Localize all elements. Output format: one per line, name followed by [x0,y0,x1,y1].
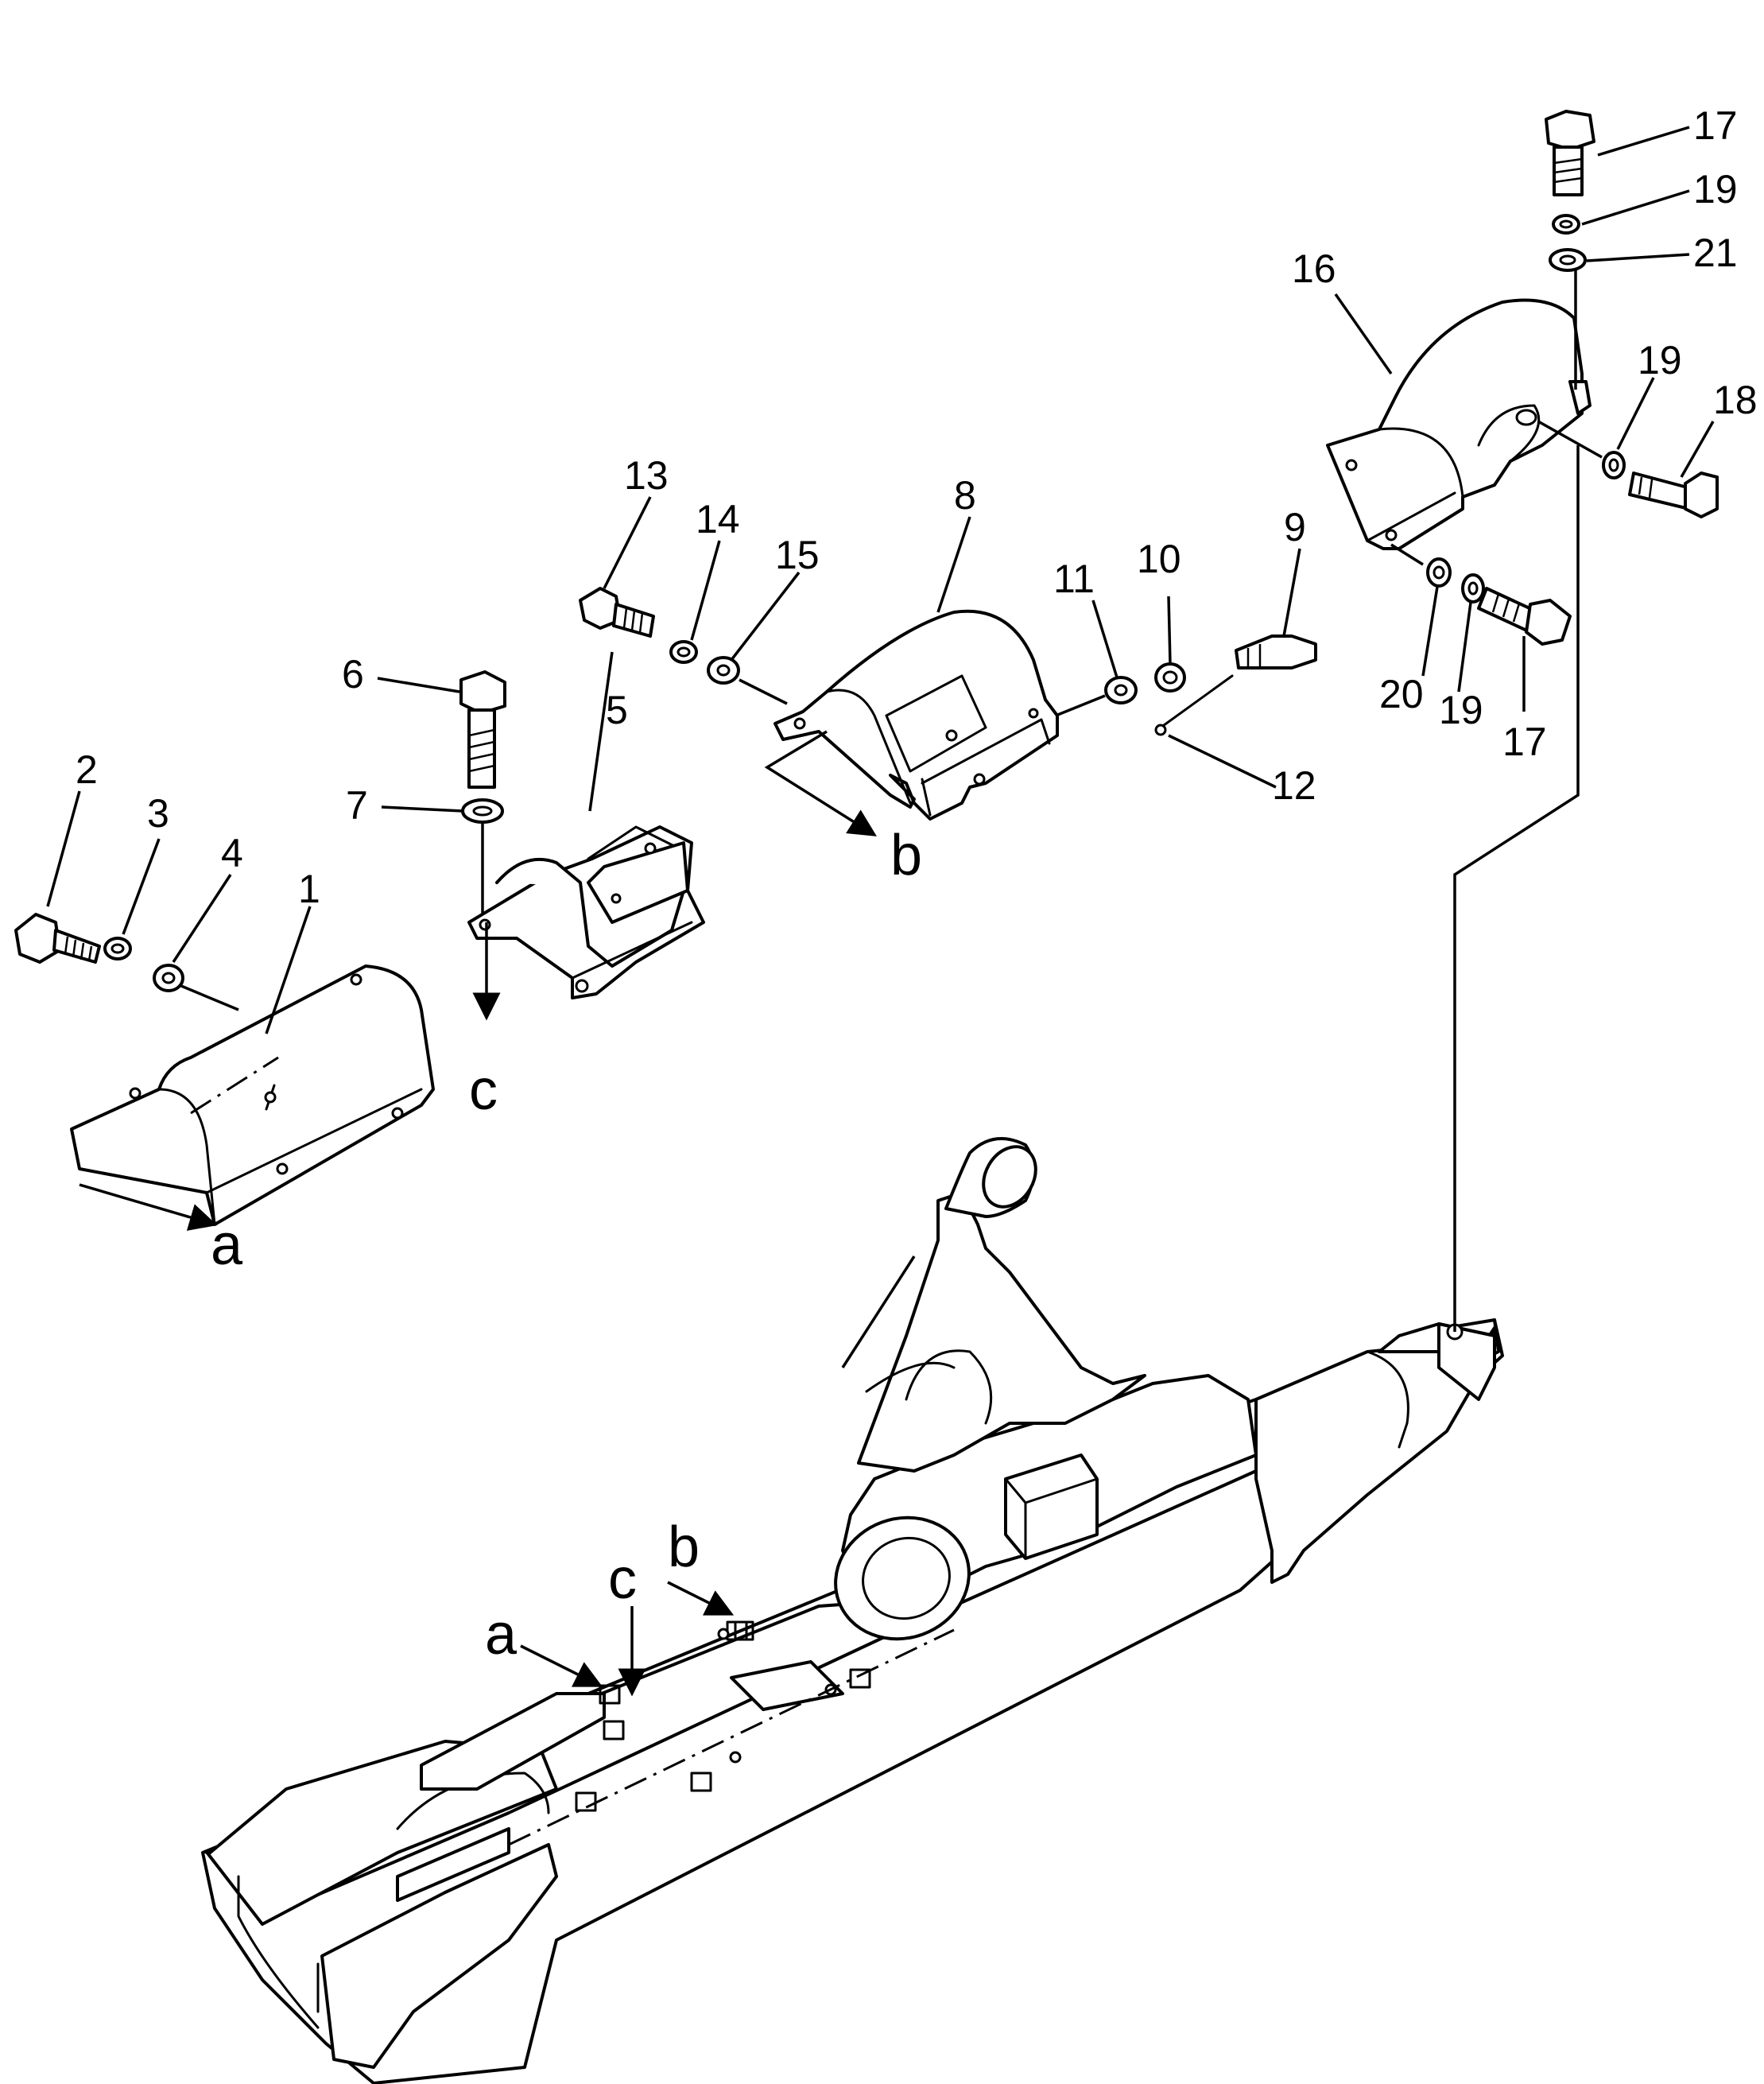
callout-4: 4 [221,831,243,875]
guard-16 [1326,298,1591,550]
bolt-9 [1235,635,1317,669]
callout-18: 18 [1713,378,1758,422]
callout-14: 14 [696,497,740,541]
callout-20: 20 [1379,672,1424,716]
track-frame [201,1137,1504,2084]
reference-letters: a c b a c b [211,824,922,1667]
bolt-18 [1628,472,1719,518]
callout-15: 15 [775,533,820,577]
callout-12: 12 [1272,763,1316,808]
lock-washer-3 [103,937,132,961]
ref-a-frame: a [485,1603,518,1667]
ref-c-bracket: c [469,1058,498,1122]
callout-1: 1 [298,867,320,911]
bolt-17-top [1545,110,1595,196]
callout-3: 3 [147,791,169,836]
bracket-5 [467,825,705,999]
washer-4 [153,964,184,992]
callout-6: 6 [342,652,364,697]
pin-12 [1159,674,1234,729]
callout-19-right: 19 [1638,338,1682,382]
bolt-17-lower [1477,587,1572,646]
callout-16: 16 [1292,246,1336,291]
callout-13: 13 [624,453,669,498]
washer-20 [1426,557,1452,588]
callout-11: 11 [1053,557,1095,601]
callout-labels: 2 3 4 1 6 7 5 13 14 15 8 11 10 9 12 16 1… [76,103,1758,911]
callout-17-lower: 17 [1502,720,1547,764]
callout-17-top: 17 [1693,103,1738,148]
callout-19-lower: 19 [1439,688,1483,732]
washer-15 [707,656,740,685]
callout-2: 2 [76,747,98,792]
bolt-13 [579,587,655,638]
ref-b-cover: b [890,824,922,887]
callout-19-top: 19 [1693,167,1738,212]
callout-10: 10 [1137,537,1181,581]
callout-8: 8 [954,473,976,518]
ref-a-cover: a [211,1213,243,1277]
lock-washer-14 [669,640,698,664]
ref-b-frame: b [668,1515,700,1579]
lock-washer-19-top [1552,214,1580,235]
callout-5: 5 [606,688,628,732]
washer-7 [461,798,504,824]
washer-21 [1549,248,1587,272]
cover-1 [70,964,435,1226]
washer-11 [1104,676,1138,704]
cover-8 [773,609,1059,821]
bolt-2 [14,913,101,964]
ref-c-frame: c [608,1547,637,1611]
lock-washer-19-lower [1461,573,1485,603]
callout-7: 7 [346,783,368,828]
bolt-6 [459,670,506,789]
callout-leaders [46,126,1715,1034]
callout-9: 9 [1284,505,1306,549]
lock-washer-19-right [1602,451,1626,479]
washer-10 [1154,662,1186,693]
callout-21: 21 [1693,231,1738,275]
